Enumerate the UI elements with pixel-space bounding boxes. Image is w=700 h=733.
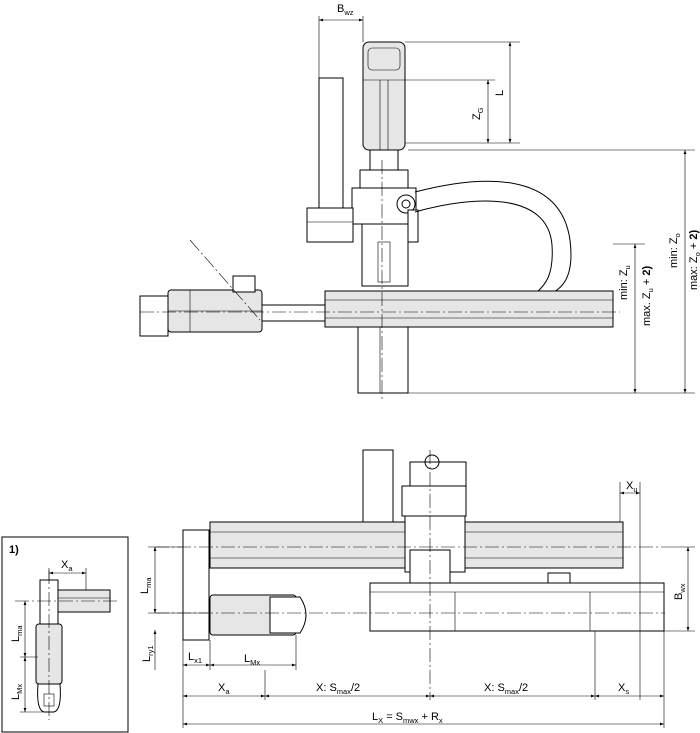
lx-total-label: LX = Smwx + Rx [372, 711, 443, 725]
motor-plug [232, 275, 256, 293]
bottom-view: Xu Lma Bwx Lry1 Lx1 LMx Xa X: Smax/2 X: … [139, 449, 695, 728]
motor-flange [369, 149, 399, 171]
zo-min-label: min: Zo [668, 233, 682, 268]
vertical-column [318, 77, 344, 209]
side-plate [407, 209, 419, 243]
slider-block [547, 572, 571, 584]
left-end-block [182, 529, 210, 641]
lry1-label: Lry1 [141, 645, 155, 662]
inset-title: 1) [9, 544, 19, 556]
cable-connector [306, 207, 354, 243]
carriage-slot [377, 241, 391, 283]
l-label: L [494, 90, 506, 96]
carriage-upper [351, 187, 417, 225]
xs-label: Xs [618, 682, 629, 696]
lower-housing [357, 326, 409, 394]
cable-loop-inner [414, 200, 553, 293]
top-pulley [424, 454, 440, 470]
xa-label: Xa [218, 682, 230, 696]
lx1-label: Lx1 [188, 651, 202, 665]
zo-max-label: max: Zo + 2) [688, 230, 700, 290]
y-axis-beam [369, 582, 665, 632]
coupling [359, 169, 409, 189]
inset-xa-label: Xa [61, 559, 73, 573]
carriage-body [361, 223, 409, 287]
motor-cap [367, 47, 401, 71]
smax-right-label: X: Smax/2 [484, 682, 528, 696]
inset-lmx-label: LMx [10, 684, 24, 700]
zg-label: ZG [471, 107, 485, 120]
motor-end-cap [139, 295, 169, 337]
zu-max-label: max. Zu + 2) [641, 266, 655, 326]
cable-loop-outer [414, 180, 572, 296]
axis-shaft [261, 304, 326, 322]
vertical-motor [362, 41, 406, 151]
inset-detail: 1) Xa Lma LMx [1, 536, 129, 733]
bwz-label: Bwz [337, 3, 354, 17]
inset-frame [1, 536, 129, 733]
horizontal-axis-profile [324, 290, 614, 328]
top-view: Bwz L ZG min: Zu max. Zu + 2) min: Zo ma… [139, 3, 700, 400]
motor-head-plan [401, 485, 467, 517]
bwx-label: Bwx [673, 583, 687, 600]
pulley [396, 194, 416, 214]
xu-label: Xu [626, 480, 638, 494]
inset-lma-label: Lma [10, 625, 24, 642]
x-motor-cap [269, 596, 307, 634]
zu-min-label: min: Zu [618, 265, 632, 300]
pulley-hub [401, 199, 411, 209]
smax-left-label: X: Smax/2 [316, 682, 360, 696]
lmx-label: LMx [244, 653, 260, 667]
lma-label: Lma [139, 577, 153, 594]
diag-centerline [189, 239, 261, 321]
